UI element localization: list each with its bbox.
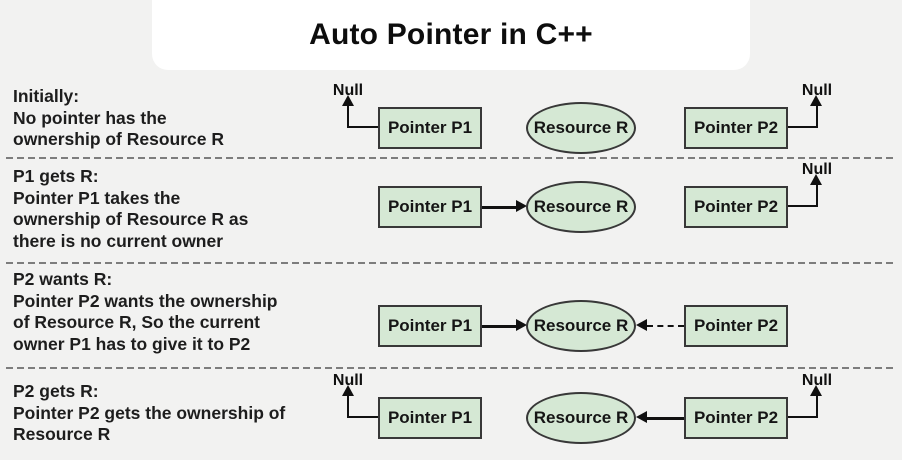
pointer-p1-box: Pointer P1 <box>378 397 482 439</box>
p1-owns-resource-arrow <box>482 206 517 209</box>
title-card: Auto Pointer in C++ <box>152 0 750 70</box>
row-p1-gets-r-description: P1 gets R: Pointer P1 takes the ownershi… <box>13 166 248 252</box>
arrowhead-up-icon <box>810 174 822 185</box>
pointer-p2-box: Pointer P2 <box>684 186 788 228</box>
description-line: ownership of Resource R as <box>13 209 249 229</box>
description-line: there is no current owner <box>13 230 224 251</box>
resource-r-ellipse: Resource R <box>526 102 636 154</box>
pointer-p2-label: Pointer P2 <box>693 408 779 427</box>
pointer-p1-label: Pointer P1 <box>387 408 473 427</box>
description-line: Pointer P2 wants the ownership <box>13 290 278 311</box>
description-line: No pointer has the <box>13 107 167 128</box>
description-line: Pointer P1 takes the <box>13 187 181 208</box>
resource-r-label: Resource R <box>533 197 629 216</box>
null-label: Null <box>332 82 364 99</box>
description-line: P2 wants R: <box>13 269 113 289</box>
null-label: Null <box>801 372 833 389</box>
row-p2-wants-r-description: P2 wants R: Pointer P2 wants the ownersh… <box>13 269 278 355</box>
p2-null-arrow <box>788 106 818 128</box>
pointer-p1-box: Pointer P1 <box>378 107 482 149</box>
resource-r-label: Resource R <box>533 408 629 427</box>
null-label: Null <box>801 161 833 178</box>
pointer-p2-box: Pointer P2 <box>684 397 788 439</box>
description-line: P2 gets R: <box>13 381 99 401</box>
arrowhead-left-icon <box>636 411 647 423</box>
arrowhead-up-icon <box>810 95 822 106</box>
p1-owns-resource-arrow <box>482 325 517 328</box>
pointer-p2-label: Pointer P2 <box>693 118 779 137</box>
row-separator <box>6 367 896 369</box>
description-line: of Resource R, So the current <box>13 312 260 332</box>
p2-wants-resource-dashed-arrow <box>647 325 684 327</box>
p2-null-arrow <box>788 185 818 207</box>
resource-r-ellipse: Resource R <box>526 181 636 233</box>
pointer-p1-label: Pointer P1 <box>387 197 473 216</box>
row-p2-gets-r-description: P2 gets R: Pointer P2 gets the ownership… <box>13 381 285 446</box>
row-initially-description: Initially: No pointer has the ownership … <box>13 86 224 151</box>
arrowhead-up-icon <box>342 385 354 396</box>
pointer-p2-box: Pointer P2 <box>684 305 788 347</box>
resource-r-ellipse: Resource R <box>526 392 636 444</box>
arrowhead-left-icon <box>636 319 647 331</box>
p2-owns-resource-arrow <box>647 417 684 420</box>
row-separator <box>6 157 896 159</box>
pointer-p1-box: Pointer P1 <box>378 186 482 228</box>
null-label: Null <box>332 372 364 389</box>
pointer-p2-label: Pointer P2 <box>693 197 779 216</box>
arrowhead-right-icon <box>516 200 527 212</box>
arrowhead-up-icon <box>810 385 822 396</box>
arrowhead-up-icon <box>342 95 354 106</box>
pointer-p1-label: Pointer P1 <box>387 118 473 137</box>
p2-null-arrow <box>788 396 818 418</box>
pointer-p1-box: Pointer P1 <box>378 305 482 347</box>
pointer-p1-label: Pointer P1 <box>387 316 473 335</box>
page-title: Auto Pointer in C++ <box>309 18 593 51</box>
resource-r-label: Resource R <box>533 316 629 335</box>
description-line: owner P1 has to give it to P2 <box>13 333 251 354</box>
pointer-p2-box: Pointer P2 <box>684 107 788 149</box>
arrowhead-right-icon <box>516 319 527 331</box>
description-line: Pointer P2 gets the ownership of <box>13 402 286 423</box>
description-line: Initially: <box>13 86 80 106</box>
p1-null-arrow <box>347 396 378 418</box>
resource-r-label: Resource R <box>533 118 629 137</box>
resource-r-ellipse: Resource R <box>526 300 636 352</box>
description-line: P1 gets R: <box>13 166 99 186</box>
row-separator <box>6 262 896 264</box>
description-line: Resource R <box>13 424 111 444</box>
description-line: ownership of Resource R <box>13 129 225 149</box>
pointer-p2-label: Pointer P2 <box>693 316 779 335</box>
p1-null-arrow <box>347 106 378 128</box>
null-label: Null <box>801 82 833 99</box>
